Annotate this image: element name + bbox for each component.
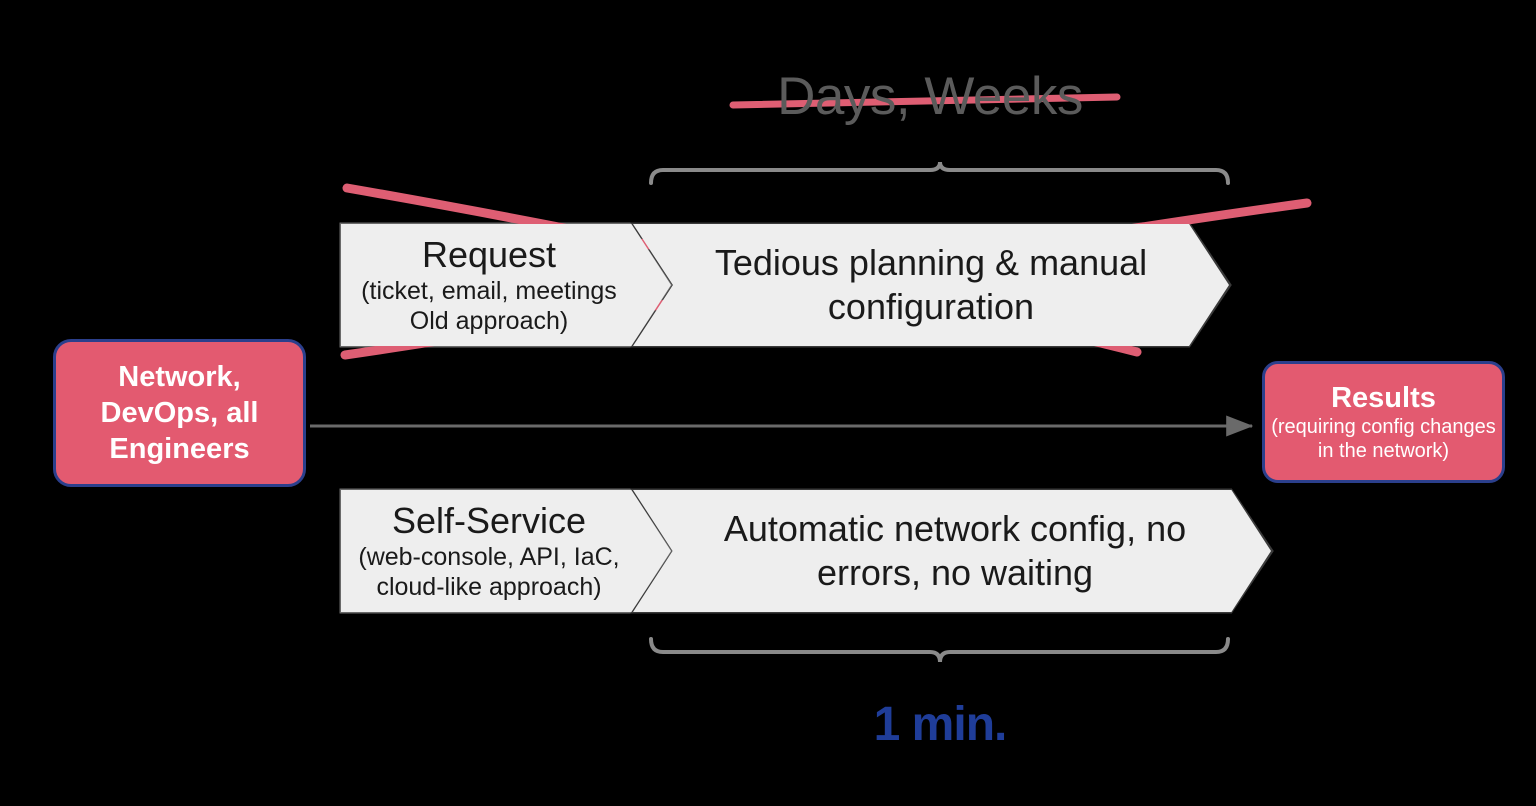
title-strike-line [729, 93, 1121, 109]
new-path-step2-chevron[interactable]: Automatic network config, no errors, no … [633, 490, 1271, 612]
results-box-subtitle: (requiring config changes in the network… [1271, 416, 1496, 462]
new-path-step1-chevron[interactable]: Self-Service (web-console, API, IaC, clo… [341, 490, 671, 612]
duration-label: 1 min. [873, 698, 1008, 751]
new-path-step2-text: Automatic network config, no errors, no … [723, 508, 1187, 593]
old-path-step2-chevron[interactable]: Tedious planning & manual configuration [633, 224, 1229, 346]
actors-box-title: Network, DevOps, all Engineers [100, 361, 259, 465]
results-box[interactable]: Results (requiring config changes in the… [1262, 361, 1505, 483]
top-brace [649, 161, 1230, 185]
old-path-step1-subtitle: (ticket, email, meetings Old approach) [361, 277, 617, 335]
new-path-step1-subtitle: (web-console, API, IaC, cloud-like appro… [358, 543, 620, 601]
new-path-step1-title: Self-Service [391, 500, 587, 541]
old-path-step1-title: Request [421, 234, 557, 275]
struck-title-text: Days, Weeks [777, 67, 1083, 126]
results-box-title: Results [1331, 382, 1436, 414]
struck-title: Days, Weeks [700, 66, 1160, 128]
old-path-step2-text: Tedious planning & manual configuration [714, 242, 1148, 327]
bottom-brace [649, 637, 1230, 663]
old-path-step1-chevron[interactable]: Request (ticket, email, meetings Old app… [341, 224, 671, 346]
actors-box[interactable]: Network, DevOps, all Engineers [53, 339, 306, 487]
